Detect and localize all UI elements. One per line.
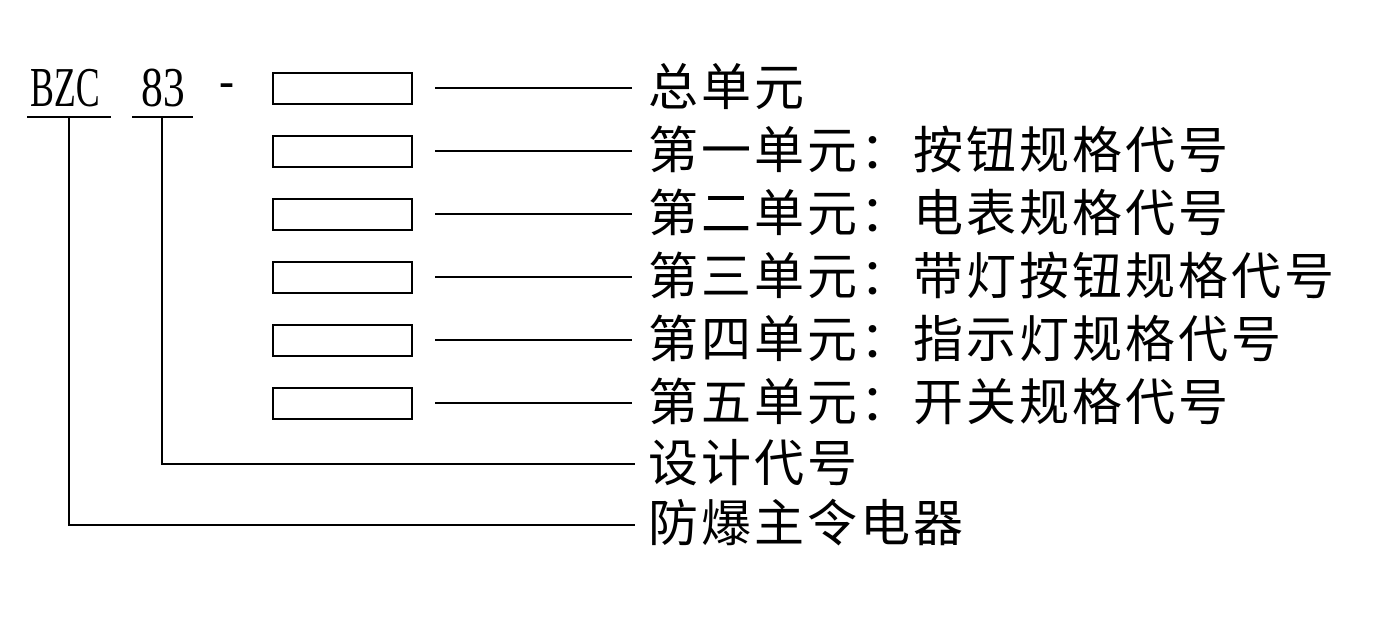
series-code-connector-line (68, 117, 70, 526)
unit-leader-line-2 (435, 150, 632, 152)
unit-label-2: 第二单元：电表规格代号 (648, 186, 1231, 242)
design-code-leader-line (161, 463, 635, 465)
unit-label-3: 第三单元：带灯按钮规格代号 (648, 249, 1337, 305)
unit-label-1: 第一单元：按钮规格代号 (648, 123, 1231, 179)
product-type-leader-line (68, 524, 635, 526)
unit-label-4: 第四单元：指示灯规格代号 (648, 312, 1284, 368)
unit-leader-line-1 (435, 87, 632, 89)
design-number-connector-line (161, 117, 163, 465)
unit-code-box-1 (272, 72, 413, 105)
unit-code-box-2 (272, 135, 413, 168)
unit-leader-line-6 (435, 402, 632, 404)
unit-code-box-3 (272, 198, 413, 231)
unit-leader-line-5 (435, 339, 632, 341)
series-code-text: BZC (30, 57, 100, 119)
unit-label-5: 第五单元：开关规格代号 (648, 375, 1231, 431)
unit-label-total: 总单元 (648, 60, 807, 116)
unit-leader-line-3 (435, 213, 632, 215)
design-code-label: 设计代号 (648, 436, 860, 492)
product-type-label: 防爆主令电器 (648, 496, 966, 552)
unit-leader-line-4 (435, 276, 632, 278)
unit-code-box-4 (272, 261, 413, 294)
separator-dash: - (219, 52, 234, 108)
design-number-text: 83 (141, 57, 185, 119)
unit-code-box-5 (272, 324, 413, 357)
unit-code-box-6 (272, 387, 413, 420)
